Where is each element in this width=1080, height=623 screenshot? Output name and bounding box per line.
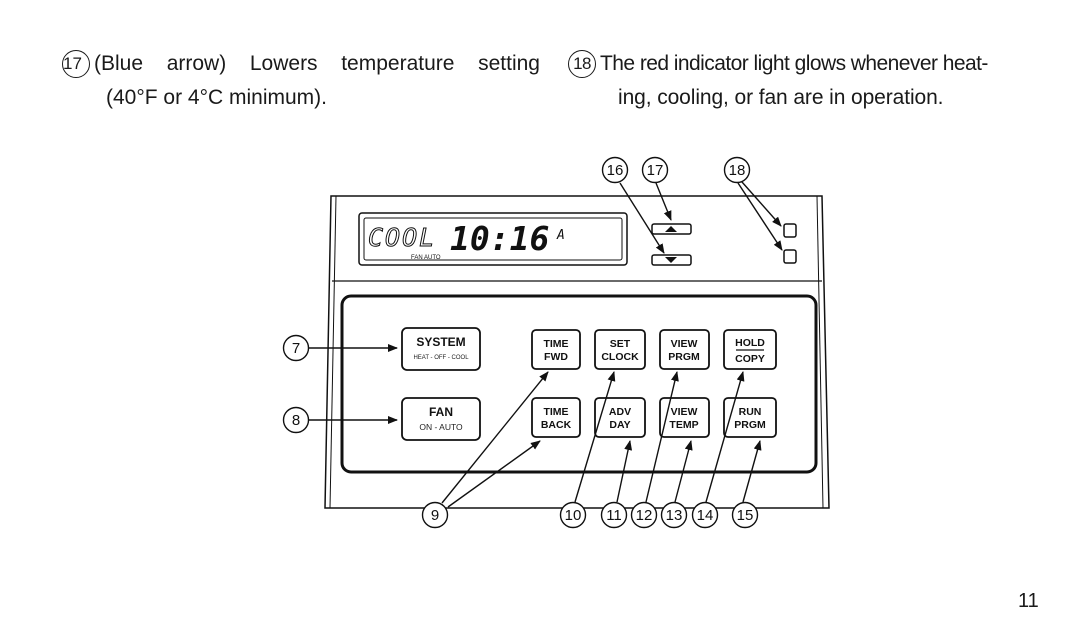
callout-13: 13 (660, 501, 688, 529)
item-18-line-2: ing, cooling, or fan are in operation. (618, 86, 944, 109)
adv-day-line-2: DAY (609, 419, 630, 431)
callout-8-number: 8 (292, 412, 300, 429)
item-17-line-2: (40°F or 4°C minimum). (106, 86, 327, 109)
item-18-number: 18 (568, 50, 596, 78)
hold-copy-line-2: COPY (735, 353, 765, 365)
set-clock-line-2: CLOCK (601, 351, 639, 363)
display-am-pm: A (556, 228, 565, 243)
time-fwd-line-2: FWD (544, 351, 568, 363)
callout-7: 7 (282, 334, 310, 362)
callout-13-number: 13 (666, 507, 683, 524)
display-time: 10:16 (450, 219, 549, 258)
up-arrow-icon (665, 226, 677, 232)
callout-10-number: 10 (565, 507, 582, 524)
callout-11: 11 (600, 501, 628, 529)
callout-16-number: 16 (607, 162, 624, 179)
time-back-line-2: BACK (541, 419, 572, 431)
view-temp-button[interactable]: VIEW TEMP (659, 397, 710, 438)
view-prgm-line-1: VIEW (671, 338, 698, 350)
callout-17-number: 17 (647, 162, 664, 179)
callout-9-number: 9 (431, 507, 439, 524)
fan-button-label: FAN (429, 405, 453, 419)
item-17-text-1: (Blue arrow) Lowers temperature setting (94, 52, 540, 75)
item-17-number: 17 (62, 50, 90, 78)
callout-12: 12 (630, 501, 658, 529)
callout-16: 16 (601, 156, 629, 184)
down-arrow-icon (665, 257, 677, 263)
display-fan-status: FAN AUTO (411, 255, 441, 261)
lcd-display: COOL 10:16 A FAN AUTO (358, 212, 628, 266)
run-prgm-line-2: PRGM (734, 419, 766, 431)
run-prgm-button[interactable]: RUN PRGM (723, 397, 777, 438)
set-clock-line-1: SET (610, 338, 631, 350)
callout-15-number: 15 (737, 507, 754, 524)
callout-18: 18 (723, 156, 751, 184)
callout-15: 15 (731, 501, 759, 529)
adv-day-button[interactable]: ADV DAY (594, 397, 646, 438)
callout-7-number: 7 (292, 340, 300, 357)
callout-12-number: 12 (636, 507, 653, 524)
leader-lines (309, 181, 783, 508)
system-button-label: SYSTEM (416, 335, 465, 349)
indicator-light-top (783, 223, 797, 238)
item-17-line-1: 17(Blue arrow) Lowers temperature settin… (62, 47, 540, 81)
callout-9: 9 (421, 501, 449, 529)
display-mode: COOL (368, 223, 436, 252)
callout-14: 14 (691, 501, 719, 529)
item-17-description: 17(Blue arrow) Lowers temperature settin… (62, 47, 540, 115)
system-button[interactable]: SYSTEM HEAT - OFF - COOL (401, 327, 481, 371)
callout-18-number: 18 (729, 162, 746, 179)
callout-10: 10 (559, 501, 587, 529)
fan-button[interactable]: FAN ON - AUTO (401, 397, 481, 441)
temp-down-button[interactable] (651, 254, 692, 266)
page-number: 11 (1018, 590, 1039, 612)
view-temp-line-2: TEMP (669, 419, 698, 431)
system-button-sub: HEAT - OFF - COOL (413, 355, 469, 361)
set-clock-button[interactable]: SET CLOCK (594, 329, 646, 370)
hold-copy-line-1: HOLD (735, 337, 765, 349)
item-18-text-1: The red indicator light glows whenever h… (600, 52, 988, 75)
callout-11-number: 11 (606, 507, 622, 524)
callout-14-number: 14 (697, 507, 714, 524)
button-panel (340, 294, 818, 474)
adv-day-line-1: ADV (609, 406, 631, 418)
view-prgm-line-2: PRGM (668, 351, 700, 363)
callout-8: 8 (282, 406, 310, 434)
view-prgm-button[interactable]: VIEW PRGM (659, 329, 710, 370)
time-back-button[interactable]: TIME BACK (531, 397, 581, 438)
time-fwd-button[interactable]: TIME FWD (531, 329, 581, 370)
temp-up-button[interactable] (651, 223, 692, 235)
hold-copy-button[interactable]: HOLD COPY (723, 329, 777, 370)
time-fwd-line-1: TIME (543, 338, 568, 350)
view-temp-line-1: VIEW (671, 406, 698, 418)
indicator-light-bottom (783, 249, 797, 264)
callout-17: 17 (641, 156, 669, 184)
fan-button-sub: ON - AUTO (419, 422, 463, 432)
run-prgm-line-1: RUN (739, 406, 762, 418)
time-back-line-1: TIME (543, 406, 568, 418)
